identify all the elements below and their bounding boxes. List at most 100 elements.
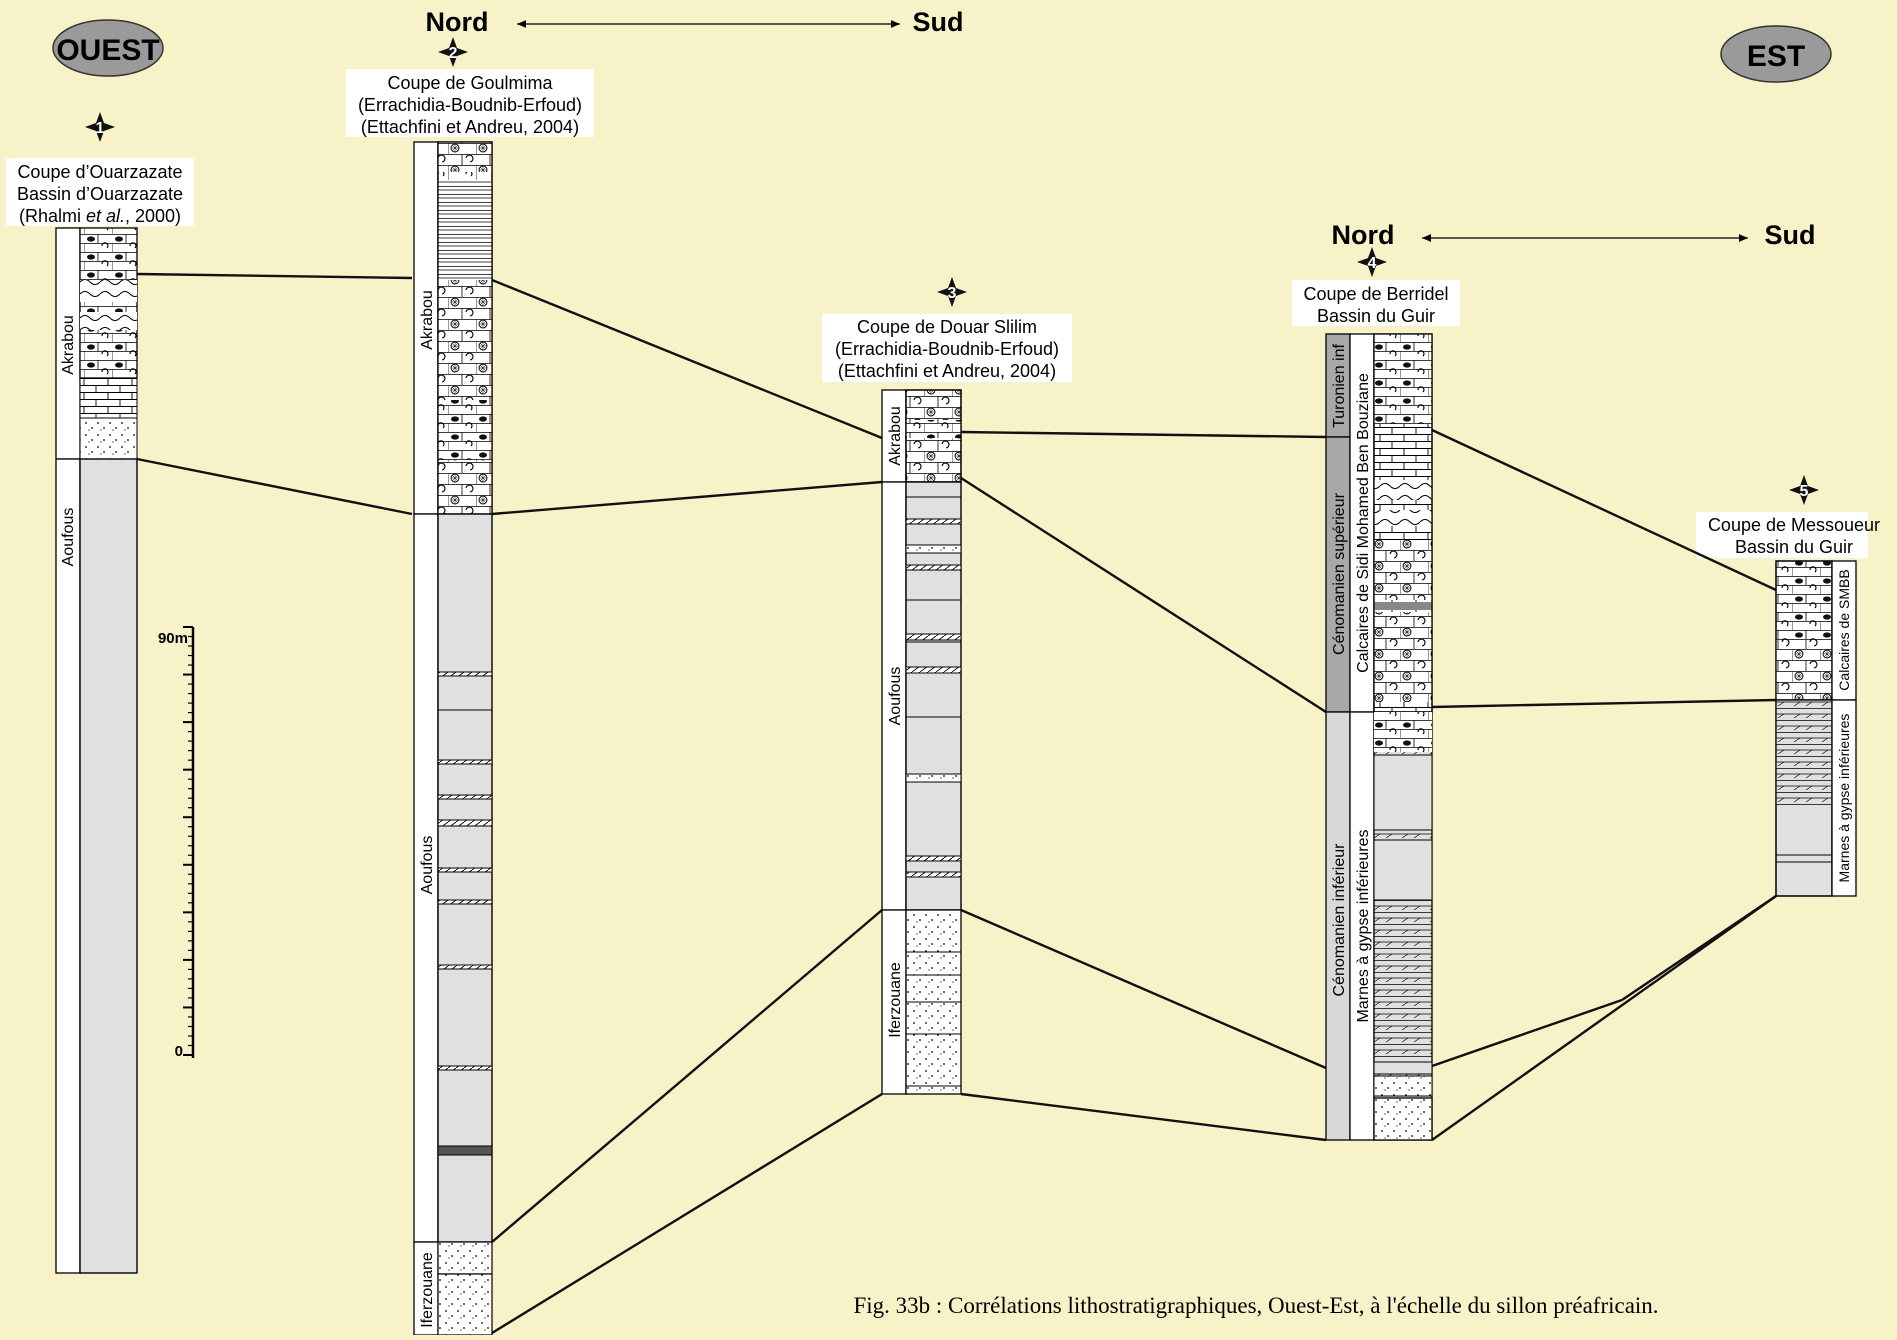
- section-1-column: Akrabou Aoufous: [55, 227, 138, 1274]
- lithology-limestone: [438, 400, 492, 460]
- svg-text:2: 2: [449, 45, 458, 62]
- lithology-wavy: [1374, 510, 1432, 526]
- figure-caption: Fig. 33b : Corrélations lithostratigraph…: [853, 1293, 1658, 1318]
- south-label-1: Sud: [913, 7, 964, 37]
- unit-label: Aoufous: [887, 667, 904, 726]
- svg-text:Coupe d’Ouarzazate: Coupe d’Ouarzazate: [17, 162, 182, 182]
- section-5-title: Coupe de Messoueur Bassin du Guir: [1696, 512, 1880, 558]
- svg-text:Coupe de Goulmima: Coupe de Goulmima: [387, 73, 553, 93]
- svg-text:(Errachidia-Boudnib-Erfoud): (Errachidia-Boudnib-Erfoud): [835, 339, 1059, 359]
- lithology-limestone: [79, 377, 138, 419]
- correlation-line: [960, 430, 1327, 439]
- stage-label: Cénomanien supérieur: [1331, 492, 1348, 655]
- section-marker-1: 1: [85, 112, 115, 142]
- lithology-sand: [1373, 1097, 1433, 1141]
- stage-box: [1325, 711, 1351, 1141]
- lithology-wavy: [1374, 480, 1432, 500]
- correlation-line: [491, 278, 883, 440]
- lithology-limestone: [79, 227, 138, 379]
- unit-box: [55, 227, 81, 460]
- unit-box: [1831, 560, 1857, 701]
- stage-label: Cénomanien inférieur: [1331, 843, 1348, 997]
- scale-bar: 90m 0: [158, 626, 195, 1060]
- lithology-limestone: [1374, 712, 1432, 752]
- svg-text:4: 4: [1368, 255, 1377, 272]
- lithology-marl: [1373, 754, 1433, 831]
- correlation-line: [1431, 428, 1777, 592]
- lithology-gypsum-marl: [1776, 762, 1832, 806]
- svg-text:Coupe de Douar Slilim: Coupe de Douar Slilim: [857, 317, 1037, 337]
- correlation-line: [960, 908, 1327, 1070]
- lithology-wavy: [80, 312, 137, 330]
- lithology-laminated: [438, 180, 492, 280]
- svg-text:(Rhalmi et al., 2000): (Rhalmi et al., 2000): [19, 206, 181, 226]
- section-marker-2: 2: [438, 37, 468, 67]
- lithology-wavy: [80, 280, 137, 302]
- svg-text:(Ettachfini et Andreu, 2004): (Ettachfini et Andreu, 2004): [838, 361, 1056, 381]
- section-4-title: Coupe de Berridel Bassin du Guir: [1292, 280, 1460, 326]
- unit-label: Marnes à gypse inférieures: [1836, 714, 1852, 883]
- direction-arrow-2: Nord Sud: [1332, 220, 1816, 250]
- section-2-title: Coupe de Goulmima (Errachidia-Boudnib-Er…: [346, 69, 594, 137]
- lithology-limestone: [906, 420, 961, 438]
- section-4-column: Turonien inf Cénomanien supérieur Cénoma…: [1325, 333, 1433, 1141]
- svg-text:Bassin du Guir: Bassin du Guir: [1317, 306, 1435, 326]
- unit-label: Iferzouane: [887, 962, 904, 1038]
- lithology-sand: [437, 1241, 493, 1275]
- lithology-fossiliferous: [438, 142, 492, 172]
- svg-text:(Errachidia-Boudnib-Erfoud): (Errachidia-Boudnib-Erfoud): [358, 95, 582, 115]
- lithology-sand: [1373, 1075, 1433, 1097]
- svg-text:Coupe de Berridel: Coupe de Berridel: [1303, 284, 1448, 304]
- lithology-marl: [437, 513, 493, 1243]
- correlation-line: [491, 1092, 883, 1335]
- unit-box: [881, 389, 907, 483]
- north-label-1: Nord: [426, 7, 489, 37]
- svg-text:Bassin d’Ouarzazate: Bassin d’Ouarzazate: [17, 184, 183, 204]
- direction-arrow-1: Nord Sud: [426, 7, 964, 37]
- unit-label: Aoufous: [419, 836, 436, 895]
- unit-label: Calcaires de Sidi Mohamed Ben Bouziane: [1355, 373, 1372, 673]
- west-label: OUEST: [56, 34, 159, 67]
- lithology-fossiliferous: [1776, 640, 1832, 700]
- section-1-title: Coupe d’Ouarzazate Bassin d’Ouarzazate (…: [6, 158, 194, 226]
- unit-box: [1349, 711, 1375, 1141]
- unit-label: Akrabou: [419, 290, 436, 350]
- correlation-line: [491, 480, 883, 516]
- unit-label: Iferzouane: [419, 1252, 436, 1328]
- svg-text:5: 5: [1800, 483, 1809, 500]
- correlation-line: [136, 272, 413, 280]
- section-marker-3: 3: [937, 277, 967, 307]
- correlation-line: [1431, 698, 1777, 709]
- unit-box: [881, 481, 907, 911]
- north-label-2: Nord: [1332, 220, 1395, 250]
- unit-box: [413, 513, 439, 1243]
- unit-label: Akrabou: [887, 406, 904, 466]
- unit-label: Akrabou: [60, 315, 77, 375]
- stage-box: [1325, 436, 1351, 713]
- lithology-marl: [1373, 839, 1433, 901]
- correlation-lines: [136, 272, 1777, 1335]
- correlation-line: [1431, 998, 1623, 1068]
- correlation-line: [960, 476, 1327, 714]
- svg-text:(Ettachfini et Andreu, 2004): (Ettachfini et Andreu, 2004): [361, 117, 579, 137]
- unit-label: Marnes à gypse inférieures: [1355, 830, 1372, 1023]
- correlation-line: [136, 457, 413, 516]
- stage-box: [1325, 333, 1351, 438]
- lithology-sand: [79, 417, 138, 460]
- stage-label: Turonien inf: [1331, 344, 1348, 428]
- section-5-column: Calcaires de SMBB Marnes à gypse inférie…: [1775, 560, 1857, 897]
- south-label-2: Sud: [1765, 220, 1816, 250]
- svg-text:Bassin du Guir: Bassin du Guir: [1735, 537, 1853, 557]
- lithology-gypsum-marl: [1776, 700, 1832, 762]
- section-3-title: Coupe de Douar Slilim (Errachidia-Boudni…: [822, 314, 1072, 382]
- correlation-line: [960, 1092, 1327, 1142]
- east-badge: EST: [1720, 25, 1832, 83]
- svg-text:1: 1: [96, 120, 105, 137]
- lithology-fossiliferous: [1374, 612, 1432, 702]
- section-2-column: Akrabou Aoufous Iferzouane: [413, 141, 493, 1336]
- svg-text:Coupe de Messoueur: Coupe de Messoueur: [1708, 515, 1880, 535]
- lithology-fossiliferous: [438, 280, 492, 400]
- section-3-column: Akrabou Aoufous Iferzouane: [881, 389, 962, 1095]
- unit-box: [881, 909, 907, 1095]
